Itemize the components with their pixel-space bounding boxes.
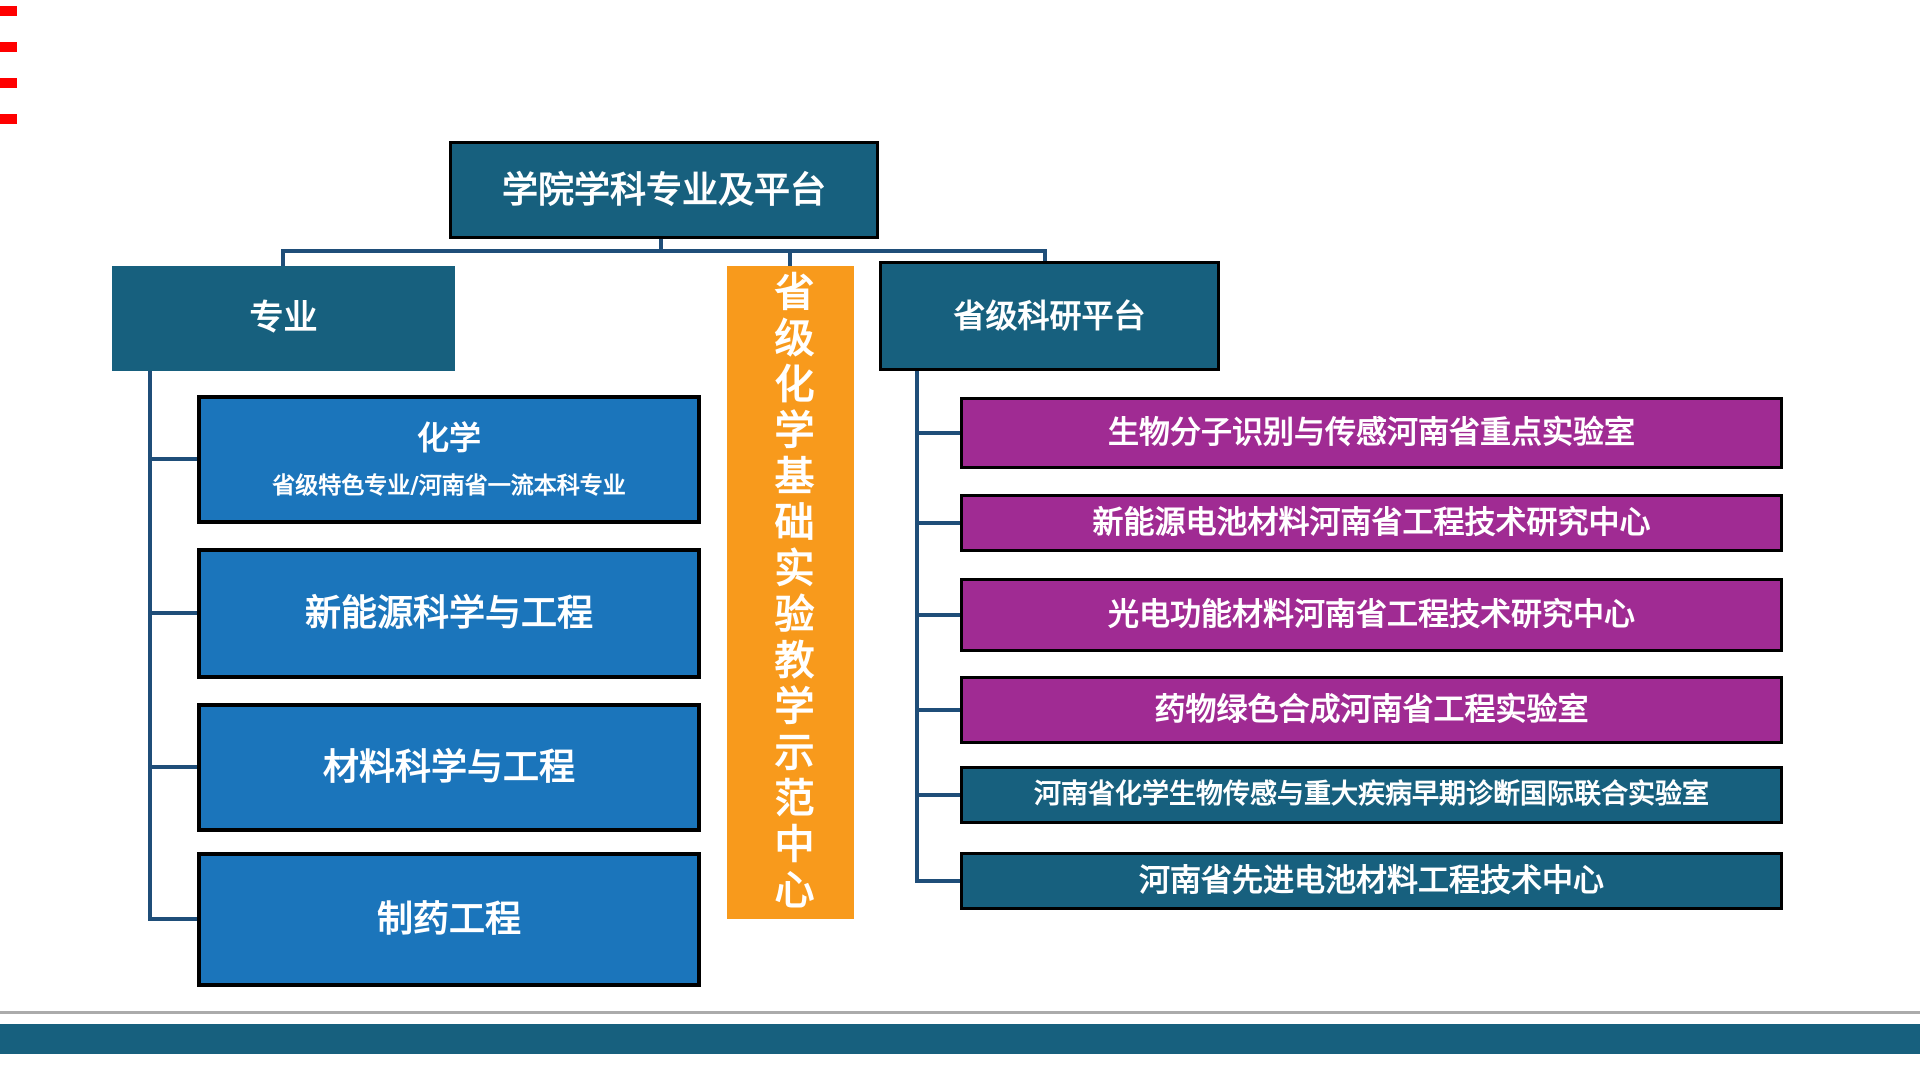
major-item-materials-label: 材料科学与工程 <box>322 747 575 788</box>
platform-item-label: 河南省先进电池材料工程技术中心 <box>1139 862 1604 899</box>
diagram-root-title-label: 学院学科专业及平台 <box>501 169 826 211</box>
connector-left-stub-3 <box>148 765 201 769</box>
connector-right-stub-6 <box>915 879 964 883</box>
red-edge-mark <box>0 78 17 88</box>
platform-item-biomolecule-lab: 生物分子识别与传感河南省重点实验室 <box>960 397 1783 469</box>
platform-item-label: 河南省化学生物传感与重大疾病早期诊断国际联合实验室 <box>1034 779 1709 811</box>
major-item-pharmacy: 制药工程 <box>197 852 701 987</box>
connector-right-drop <box>1043 249 1047 263</box>
connector-left-spine <box>148 371 152 921</box>
major-item-new-energy-label: 新能源科学与工程 <box>304 593 593 634</box>
red-edge-mark <box>0 114 17 124</box>
connector-title-drop <box>659 237 663 251</box>
branch-majors-header-label: 专业 <box>249 298 318 339</box>
connector-right-stub-2 <box>915 521 964 525</box>
platform-item-green-synthesis-lab: 药物绿色合成河南省工程实验室 <box>960 676 1783 744</box>
footer-accent-bar <box>0 1024 1920 1054</box>
platform-item-label: 药物绿色合成河南省工程实验室 <box>1154 691 1589 728</box>
connector-right-stub-4 <box>915 708 964 712</box>
connector-top-horizontal <box>281 249 1047 253</box>
major-item-chemistry-subtitle: 省级特色专业/河南省一流本科专业 <box>272 473 626 500</box>
red-edge-mark <box>0 6 17 16</box>
connector-left-stub-4 <box>148 917 201 921</box>
red-edge-mark <box>0 42 17 52</box>
connector-left-drop <box>281 249 285 268</box>
platform-item-battery-center: 新能源电池材料河南省工程技术研究中心 <box>960 494 1783 552</box>
connector-right-stub-1 <box>915 431 964 435</box>
major-item-materials: 材料科学与工程 <box>197 703 701 832</box>
connector-left-stub-2 <box>148 611 201 615</box>
platform-item-optoelectronic-center: 光电功能材料河南省工程技术研究中心 <box>960 578 1783 652</box>
branch-platforms-header-label: 省级科研平台 <box>953 297 1146 335</box>
connector-right-spine <box>915 371 919 883</box>
connector-center-drop <box>788 249 792 268</box>
major-item-chemistry: 化学 省级特色专业/河南省一流本科专业 <box>197 395 701 524</box>
center-demo-center-node: 省级化学基础实验教学示范中心 <box>727 266 854 919</box>
branch-platforms-header: 省级科研平台 <box>879 261 1220 371</box>
branch-majors-header: 专业 <box>112 266 455 371</box>
center-demo-center-label: 省级化学基础实验教学示范中心 <box>767 270 814 915</box>
diagram-root-title: 学院学科专业及平台 <box>449 141 879 239</box>
connector-right-stub-5 <box>915 793 964 797</box>
major-item-chemistry-title: 化学 <box>416 419 481 458</box>
major-item-new-energy: 新能源科学与工程 <box>197 548 701 679</box>
platform-item-label: 光电功能材料河南省工程技术研究中心 <box>1108 596 1635 633</box>
platform-item-international-joint-lab: 河南省化学生物传感与重大疾病早期诊断国际联合实验室 <box>960 766 1783 824</box>
platform-item-label: 新能源电池材料河南省工程技术研究中心 <box>1092 504 1651 541</box>
major-item-pharmacy-label: 制药工程 <box>376 899 521 940</box>
footer-thin-line <box>0 1011 1920 1014</box>
platform-item-label: 生物分子识别与传感河南省重点实验室 <box>1108 414 1635 451</box>
connector-right-stub-3 <box>915 613 964 617</box>
platform-item-advanced-battery-center: 河南省先进电池材料工程技术中心 <box>960 852 1783 910</box>
connector-left-stub-1 <box>148 457 201 461</box>
